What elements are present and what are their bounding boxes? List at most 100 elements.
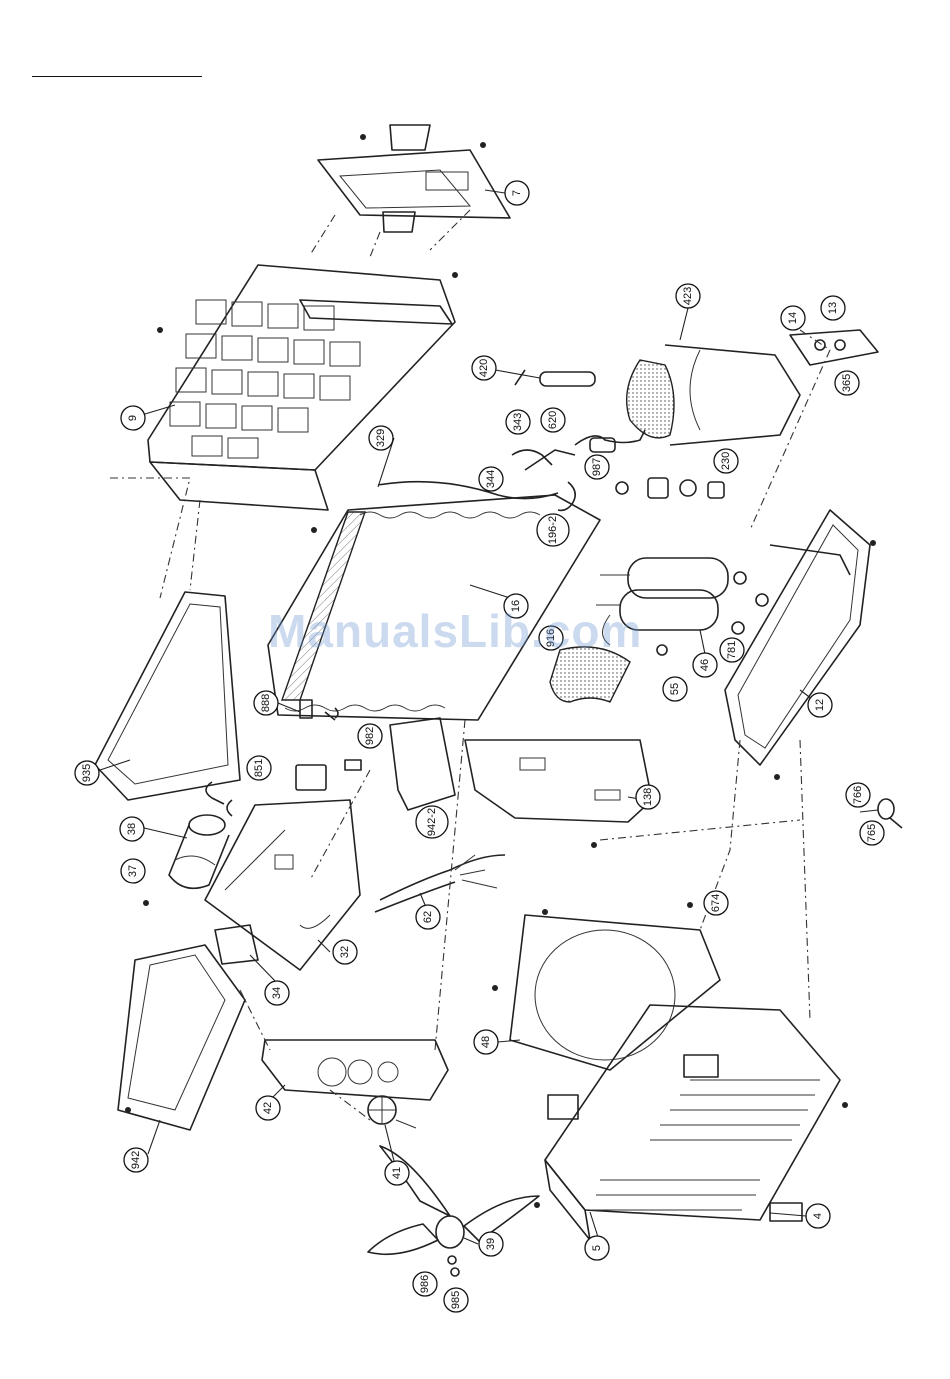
callout-982: 982 [358, 724, 382, 748]
part-wire-harness [375, 855, 505, 912]
callout-number: 942 [130, 1151, 142, 1169]
callout-9: 9 [121, 406, 145, 430]
callout-620: 620 [541, 408, 565, 432]
part-front-grille [534, 1005, 848, 1240]
callout-34: 34 [265, 981, 289, 1005]
callout-number: 138 [642, 788, 654, 806]
callout-number: 982 [364, 727, 376, 745]
callout-number: 12 [814, 699, 826, 711]
part-drain-cap [878, 799, 902, 828]
callout-196-2: 196-2 [537, 514, 569, 546]
part-base-pan [725, 510, 876, 780]
callout-986: 986 [413, 1272, 437, 1296]
callout-37: 37 [121, 859, 145, 883]
callout-number: 329 [375, 429, 387, 447]
callout-number: 9 [127, 415, 139, 421]
part-electrical-items [206, 700, 455, 816]
callout-13: 13 [821, 296, 845, 320]
callout-420: 420 [472, 356, 496, 380]
callout-935: 935 [75, 761, 99, 785]
callout-343: 343 [506, 410, 530, 434]
part-small-components [512, 370, 724, 510]
callout-344: 344 [479, 467, 503, 491]
callout-12: 12 [808, 693, 832, 717]
callout-number: 851 [253, 759, 265, 777]
callout-number: 39 [485, 1238, 497, 1250]
callout-number: 674 [710, 894, 722, 912]
callout-62: 62 [416, 905, 440, 929]
callout-329: 329 [369, 426, 393, 450]
callout-number: 55 [669, 683, 681, 695]
callout-14: 14 [781, 306, 805, 330]
callout-365: 365 [835, 371, 859, 395]
part-inner-panel [118, 945, 245, 1130]
callout-number: 37 [127, 865, 139, 877]
part-discharge-blanket [550, 647, 630, 702]
callout-number: 620 [547, 411, 559, 429]
callout-number: 5 [591, 1245, 603, 1251]
callout-39: 39 [479, 1232, 503, 1256]
callout-766: 766 [846, 783, 870, 807]
callout-number: 343 [512, 413, 524, 431]
alignment-lines [110, 210, 830, 1120]
callout-number: 986 [419, 1275, 431, 1293]
part-bracket [215, 925, 258, 964]
callout-765: 765 [860, 821, 884, 845]
callout-number: 765 [866, 824, 878, 842]
part-compressor [596, 558, 768, 655]
callout-48: 48 [474, 1030, 498, 1054]
callout-number: 196-2 [547, 516, 559, 544]
callout-number: 935 [81, 764, 93, 782]
part-capacitor [143, 815, 229, 906]
callout-number: 985 [450, 1291, 462, 1309]
callout-41: 41 [385, 1161, 409, 1185]
callout-number: 34 [271, 987, 283, 999]
callout-number: 420 [478, 359, 490, 377]
callout-7: 7 [505, 181, 529, 205]
callout-number: 888 [260, 694, 272, 712]
callout-number: 41 [391, 1167, 403, 1179]
callout-number: 766 [852, 786, 864, 804]
callout-16: 16 [504, 594, 528, 618]
callout-987: 987 [585, 455, 609, 479]
callout-888: 888 [254, 691, 278, 715]
callout-number: 16 [510, 600, 522, 612]
part-condenser-shroud [492, 902, 720, 1070]
callout-leaders [100, 190, 878, 1244]
callout-781: 781 [720, 638, 744, 662]
part-compressor-blanket [627, 345, 800, 445]
callout-46: 46 [693, 653, 717, 677]
callout-number: 14 [787, 312, 799, 324]
callout-number: 781 [726, 641, 738, 659]
callout-number: 230 [720, 452, 732, 470]
part-fan-motor [368, 1096, 416, 1128]
part-filter-frame [95, 592, 240, 800]
callout-number: 987 [591, 458, 603, 476]
callout-674: 674 [704, 891, 728, 915]
callout-number: 7 [511, 190, 523, 196]
callout-942: 942 [124, 1148, 148, 1172]
part-fan-orifice [262, 1040, 448, 1100]
callout-number: 365 [841, 374, 853, 392]
callout-38: 38 [120, 817, 144, 841]
callout-942-2: 942-2 [416, 806, 448, 838]
callout-number: 942-2 [426, 808, 438, 836]
callout-4: 4 [806, 1204, 830, 1228]
callout-138: 138 [636, 785, 660, 809]
callout-985: 985 [444, 1288, 468, 1312]
callout-number: 344 [485, 470, 497, 488]
callout-number: 4 [812, 1213, 824, 1219]
callout-number: 13 [827, 302, 839, 314]
part-label [770, 1203, 802, 1221]
part-drain-tray [465, 740, 652, 848]
part-top-panel [318, 125, 510, 232]
callout-230: 230 [714, 449, 738, 473]
callout-number: 42 [262, 1102, 274, 1114]
callout-32: 32 [333, 940, 357, 964]
callout-851: 851 [247, 756, 271, 780]
callout-number: 38 [126, 823, 138, 835]
callout-number: 46 [699, 659, 711, 671]
callout-42: 42 [256, 1096, 280, 1120]
callout-number: 62 [422, 911, 434, 923]
